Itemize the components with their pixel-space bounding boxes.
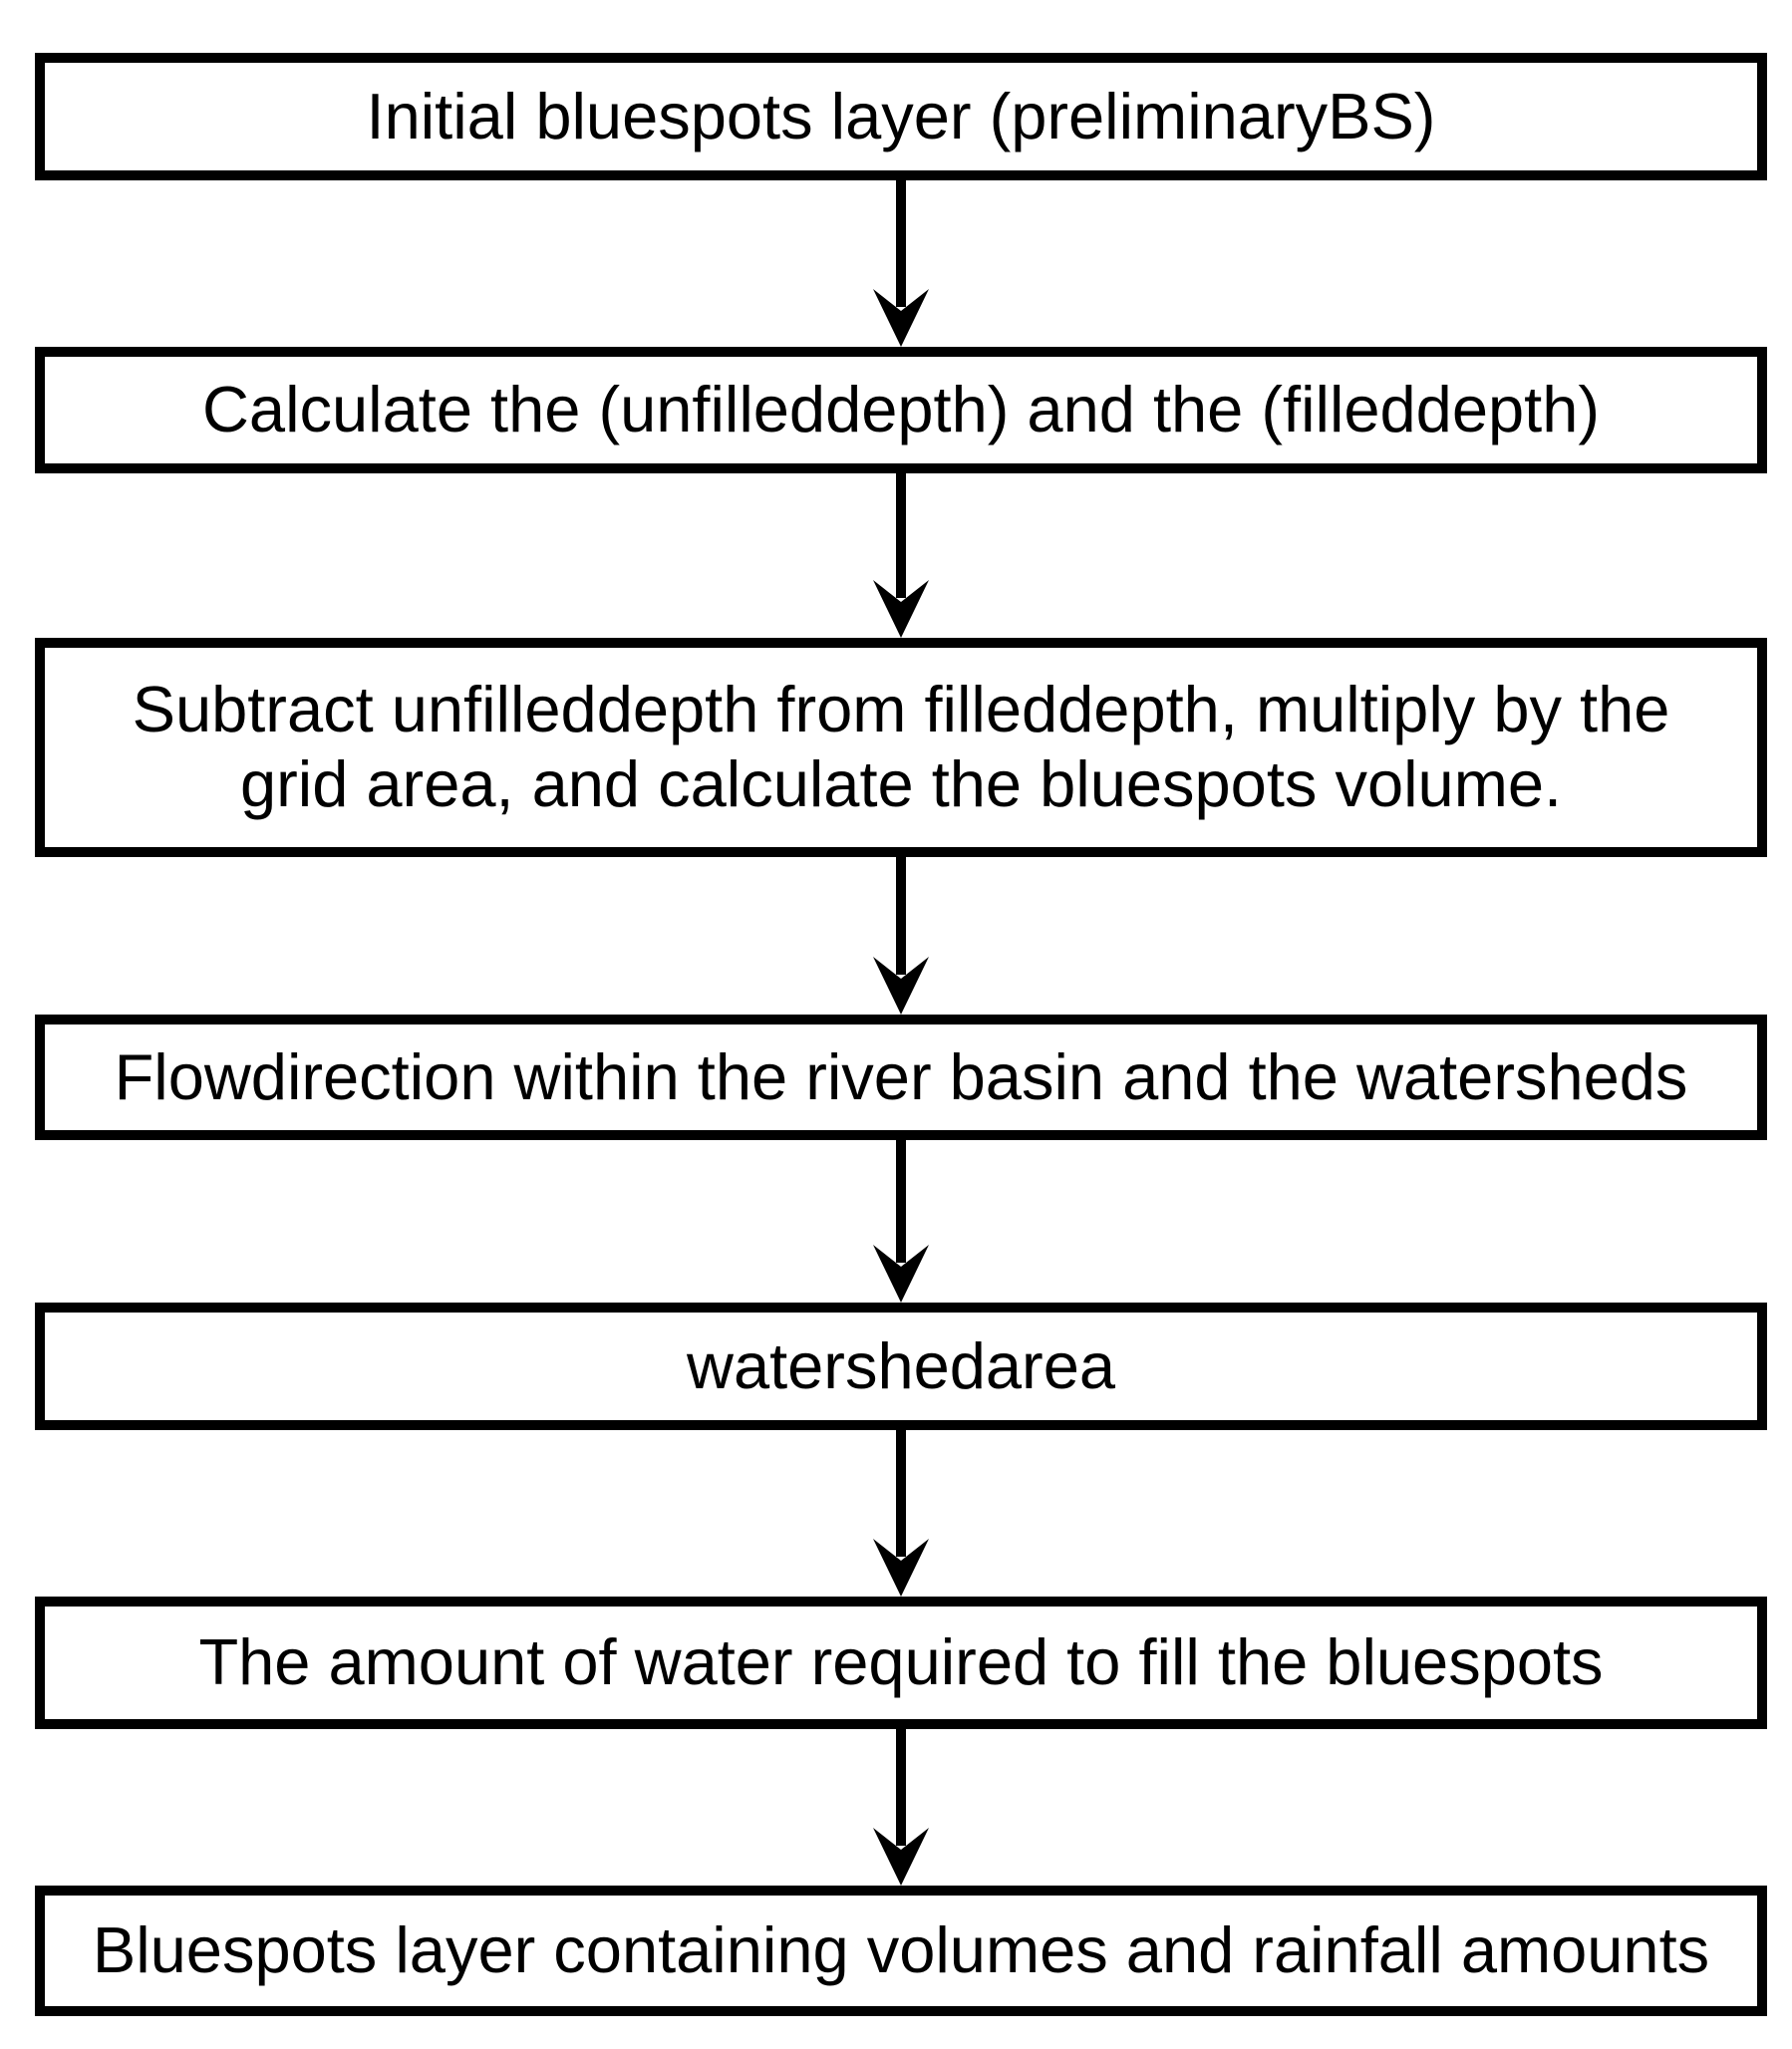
box-initial-bluespots: Initial bluespots layer (preliminaryBS) [35, 53, 1767, 180]
box-label: Subtract unfilleddepth from filleddepth,… [132, 673, 1670, 820]
box-label: Initial bluespots layer (preliminaryBS) [366, 79, 1436, 152]
box-label: Bluespots layer containing volumes and r… [92, 1913, 1710, 1987]
box-subtract-volume: Subtract unfilleddepth from filleddepth,… [35, 638, 1767, 857]
box-label: watershedarea [687, 1328, 1115, 1402]
box-label: The amount of water required to fill the… [198, 1625, 1604, 1699]
down-arrow-icon [861, 180, 941, 347]
box-watershedarea: watershedarea [35, 1303, 1767, 1430]
box-flowdirection: Flowdirection within the river basin and… [35, 1015, 1767, 1140]
box-bluespots-output: Bluespots layer containing volumes and r… [35, 1886, 1767, 2016]
box-label: Calculate the (unfilleddepth) and the (f… [201, 373, 1600, 446]
down-arrow-icon [861, 857, 941, 1015]
down-arrow-icon [861, 1430, 941, 1597]
box-label: Flowdirection within the river basin and… [114, 1039, 1688, 1113]
box-water-required: The amount of water required to fill the… [35, 1597, 1767, 1729]
down-arrow-icon [861, 473, 941, 638]
down-arrow-icon [861, 1140, 941, 1303]
box-calculate-depths: Calculate the (unfilleddepth) and the (f… [35, 347, 1767, 473]
down-arrow-icon [861, 1729, 941, 1886]
